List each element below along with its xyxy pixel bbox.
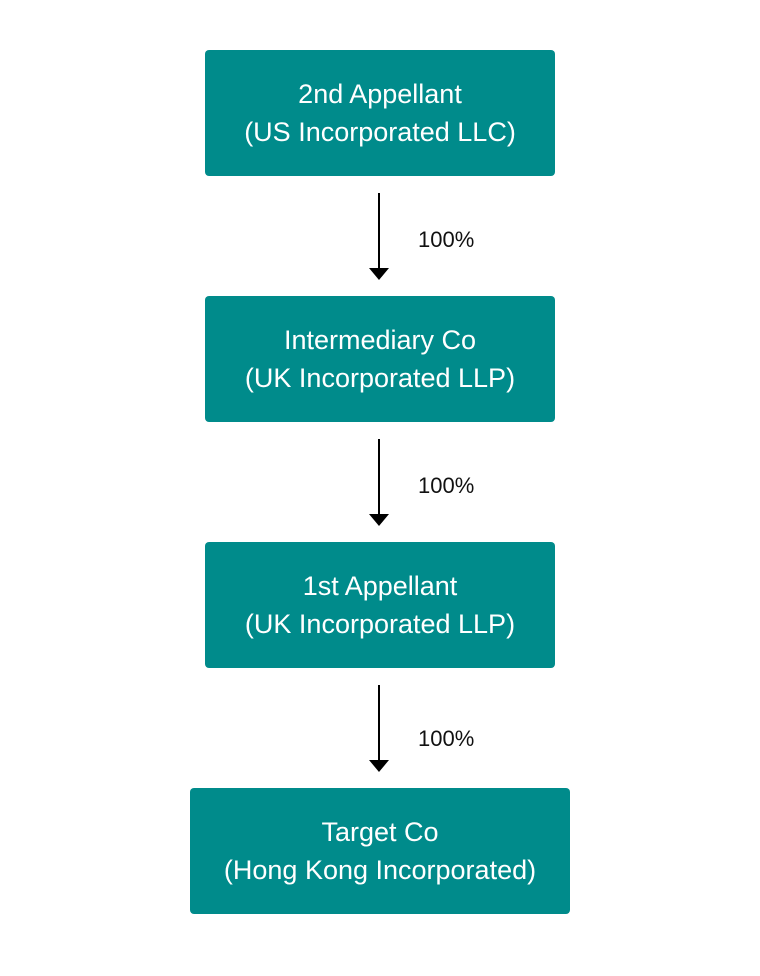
ownership-arrow: [369, 685, 389, 772]
entity-name: Intermediary Co: [283, 325, 477, 355]
arrow-down-icon: [369, 760, 389, 772]
entity-box-intermediary-co: Intermediary Co (UK Incorporated LLP): [205, 296, 555, 422]
entity-name: 1st Appellant: [302, 571, 458, 601]
ownership-percentage: 100%: [418, 473, 475, 498]
arrow-shaft: [378, 685, 380, 760]
entity-box-2nd-appellant: 2nd Appellant (US Incorporated LLC): [205, 50, 555, 176]
entity-detail: (US Incorporated LLC): [244, 117, 516, 147]
entity-box-1st-appellant: 1st Appellant (UK Incorporated LLP): [205, 542, 555, 668]
ownership-arrow: [369, 193, 389, 280]
entity-name: 2nd Appellant: [298, 79, 462, 109]
entity-detail: (UK Incorporated LLP): [244, 363, 516, 393]
ownership-percentage: 100%: [418, 227, 475, 252]
ownership-arrow: [369, 439, 389, 526]
arrow-down-icon: [369, 268, 389, 280]
entity-name: Target Co: [321, 817, 439, 847]
arrow-shaft: [378, 439, 380, 514]
entity-detail: (Hong Kong Incorporated): [223, 855, 537, 885]
arrow-shaft: [378, 193, 380, 268]
entity-detail: (UK Incorporated LLP): [244, 609, 516, 639]
entity-box-target-co: Target Co (Hong Kong Incorporated): [190, 788, 570, 914]
arrow-down-icon: [369, 514, 389, 526]
ownership-percentage: 100%: [418, 726, 475, 751]
